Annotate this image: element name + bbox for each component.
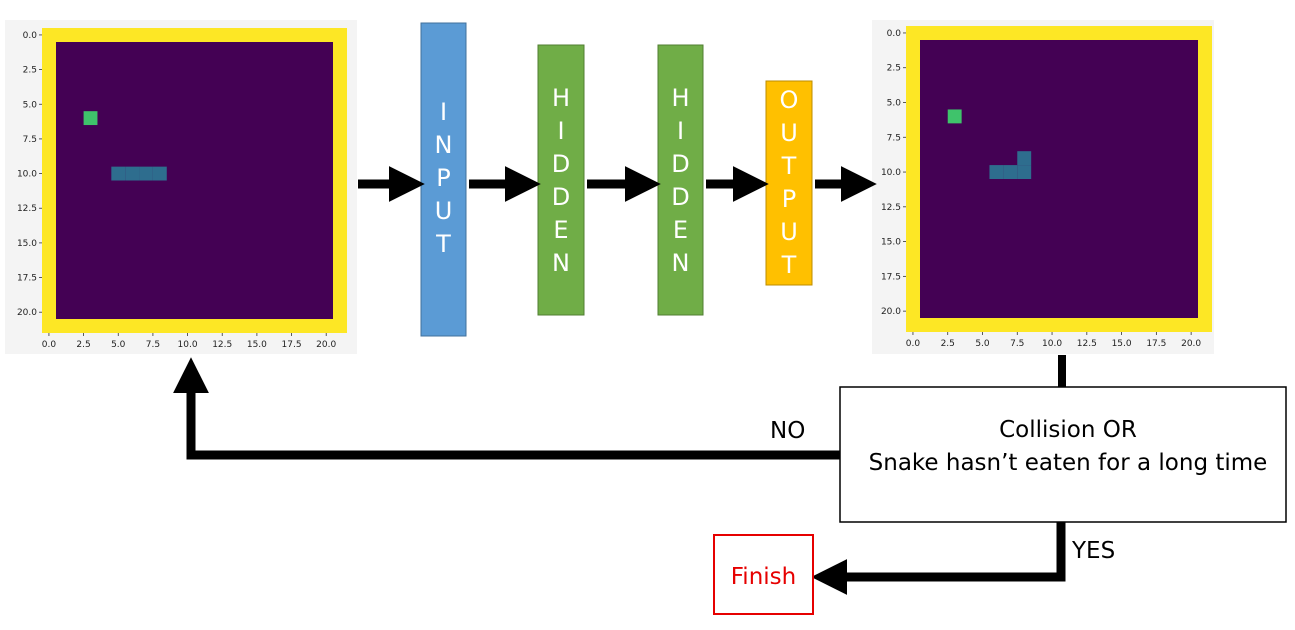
layer-label-letter: D (552, 150, 570, 178)
x-axis-ticks: 0.0 2.5 5.0 7.5 10.0 12.5 15.0 17.5 20.0 (906, 332, 1201, 349)
layer-label-letter: H (552, 84, 570, 112)
x-tick-label: 15.0 (1112, 339, 1132, 349)
snake-segment (1017, 165, 1032, 179)
x-tick-label: 17.5 (282, 340, 302, 350)
layer-label-letter: N (435, 131, 453, 159)
game-board-plot-output: 0.0 2.5 5.0 7.5 10.0 12.5 15.0 17.5 20.0 0.0 2.5 5… (872, 20, 1214, 354)
board-interior (56, 42, 333, 319)
y-tick-label: 5.0 (23, 100, 38, 110)
y-tick-label: 20.0 (17, 308, 37, 318)
layer-label-letter: I (440, 98, 447, 126)
y-tick-label: 20.0 (881, 307, 901, 317)
layer-label-letter: I (557, 117, 564, 145)
snake-segment (152, 166, 167, 181)
x-tick-label: 2.5 (941, 339, 955, 349)
x-tick-label: 20.0 (1181, 339, 1201, 349)
y-tick-label: 12.5 (17, 204, 37, 214)
x-tick-label: 10.0 (1042, 339, 1062, 349)
y-tick-label: 0.0 (887, 29, 902, 39)
snake-segment (1003, 165, 1018, 179)
y-tick-label: 7.5 (887, 133, 901, 143)
decision-line-2: Snake hasn’t eaten for a long time (869, 450, 1268, 476)
layer-label-letter: I (677, 117, 684, 145)
y-tick-label: 10.0 (17, 170, 37, 180)
y-tick-label: 2.5 (23, 66, 37, 76)
y-tick-label: 0.0 (23, 31, 38, 41)
no-loop-arrow: NO (173, 357, 840, 460)
layer-label-letter: E (673, 216, 688, 244)
decision-line-1: Collision OR (999, 417, 1137, 443)
no-label: NO (770, 418, 805, 444)
snake-and-food-cells (947, 109, 1032, 179)
x-tick-label: 12.5 (1077, 339, 1097, 349)
x-tick-label: 5.0 (975, 339, 990, 349)
yes-label: YES (1071, 538, 1115, 564)
x-tick-label: 20.0 (316, 340, 336, 350)
y-tick-label: 7.5 (23, 135, 37, 145)
snake-and-food-cells (83, 111, 167, 181)
x-axis-ticks: 0.0 2.5 5.0 7.5 10.0 12.5 15.0 17.5 20.0 (42, 333, 336, 350)
layer-label-letter: T (781, 152, 797, 180)
layer-label-letter: T (435, 230, 451, 258)
x-tick-label: 7.5 (1010, 339, 1024, 349)
x-tick-label: 12.5 (212, 340, 232, 350)
decision-box: Collision OR Snake hasn’t eaten for a lo… (839, 386, 1287, 523)
layer-label-letter: D (671, 150, 689, 178)
layer-label-letter: O (780, 86, 799, 114)
y-axis-ticks: 0.0 2.5 5.0 7.5 10.0 12.5 15.0 17.5 20.0 (881, 29, 906, 317)
snake-segment (125, 166, 140, 181)
layer-label-letter: T (781, 251, 797, 279)
y-tick-label: 2.5 (887, 64, 901, 74)
layer-label-letter: N (672, 249, 690, 277)
snake-segment (1017, 151, 1032, 166)
x-tick-label: 0.0 (42, 340, 57, 350)
x-tick-label: 5.0 (111, 340, 126, 350)
layer-label-letter: P (782, 185, 796, 213)
snake-segment (139, 166, 153, 181)
x-tick-label: 2.5 (76, 340, 90, 350)
layer-label-letter: E (553, 216, 568, 244)
y-tick-label: 15.0 (881, 238, 901, 248)
finish-box: Finish (713, 534, 814, 615)
food-cell (83, 111, 98, 126)
board-interior (920, 40, 1198, 318)
y-tick-label: 10.0 (881, 168, 901, 178)
layer-label-letter: N (552, 249, 570, 277)
layer-label-letter: D (671, 183, 689, 211)
snake-segment (111, 166, 126, 181)
layer-label-letter: U (780, 218, 798, 246)
layer-label-letter: U (780, 119, 798, 147)
game-board-plot-input: 0.0 2.5 5.0 7.5 10.0 12.5 15.0 17.5 20.0 0.0 2.5 5… (5, 20, 357, 354)
y-tick-label: 5.0 (887, 99, 902, 109)
y-tick-label: 17.5 (17, 274, 37, 284)
finish-label: Finish (731, 564, 796, 590)
layer-label-letter: U (435, 197, 453, 225)
snake-segment (989, 165, 1004, 179)
x-tick-label: 0.0 (906, 339, 921, 349)
y-tick-label: 15.0 (17, 239, 37, 249)
layer-label-letter: P (436, 164, 450, 192)
y-tick-label: 12.5 (881, 203, 901, 213)
y-axis-ticks: 0.0 2.5 5.0 7.5 10.0 12.5 15.0 17.5 20.0 (17, 31, 42, 318)
x-tick-label: 15.0 (247, 340, 267, 350)
x-tick-label: 7.5 (146, 340, 160, 350)
y-tick-label: 17.5 (881, 272, 901, 282)
x-tick-label: 10.0 (178, 340, 198, 350)
layer-label-letter: D (552, 183, 570, 211)
food-cell (947, 109, 962, 124)
x-tick-label: 17.5 (1146, 339, 1166, 349)
layer-label-letter: H (671, 84, 689, 112)
yes-arrow: YES (811, 522, 1115, 595)
